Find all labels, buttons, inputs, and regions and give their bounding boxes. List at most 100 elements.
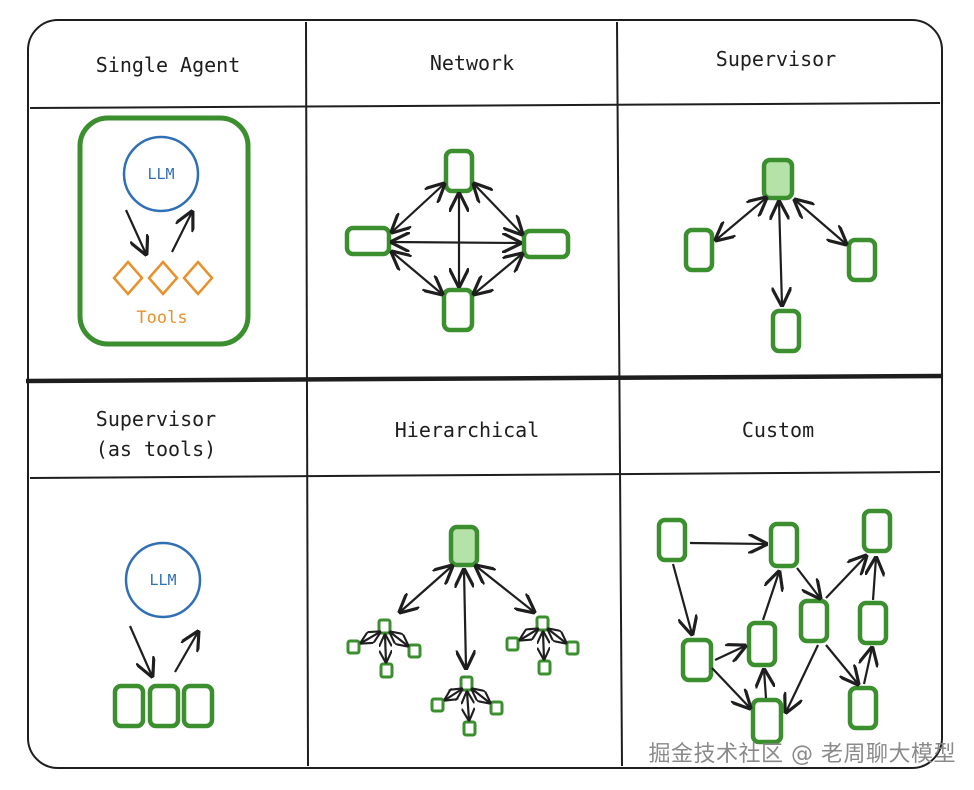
header-hierarchical: Hierarchical xyxy=(395,418,540,442)
tool-diamonds xyxy=(112,260,214,296)
custom-edge xyxy=(796,567,820,598)
sub-worker-node xyxy=(346,639,361,655)
custom-diagram xyxy=(656,508,893,745)
hier-sub-edge xyxy=(445,689,462,700)
custom-edge xyxy=(825,556,866,599)
supervisor-as-tools-diagram: LLM xyxy=(112,541,215,729)
custom-node-a xyxy=(656,517,688,563)
hier-sub-edge xyxy=(520,629,538,640)
network-edge xyxy=(474,254,522,294)
custom-edge xyxy=(825,644,858,684)
supervisor-edge xyxy=(716,198,766,240)
table-grid xyxy=(25,19,943,769)
custom-node-h xyxy=(750,697,784,745)
custom-edge xyxy=(711,667,750,708)
agents-to-llm-arrow xyxy=(174,632,198,673)
hier-sub-edge xyxy=(467,692,469,720)
custom-node-g xyxy=(746,620,778,668)
row-divider-thick xyxy=(25,373,943,384)
supervisor-diagram xyxy=(683,157,878,354)
llm-circle xyxy=(124,541,202,619)
single-agent-diagram: LLM Tools xyxy=(77,115,251,347)
hier-sub-edge xyxy=(385,635,386,662)
llm-to-agents-arrow xyxy=(128,625,152,676)
sub-worker-node xyxy=(565,640,580,656)
custom-node-d xyxy=(798,598,830,644)
custom-node-f xyxy=(680,637,714,683)
supervisor-node xyxy=(761,157,795,201)
tools-to-llm-arrow xyxy=(171,212,192,253)
hier-sub-edge xyxy=(361,632,380,643)
tool-diamond xyxy=(147,260,179,296)
header-divider-top xyxy=(29,102,941,109)
sub-supervisor-node xyxy=(459,675,474,692)
watermark-text: 掘金技术社区 @ 老周聊大模型 xyxy=(648,742,956,767)
sub-supervisor-node xyxy=(377,618,392,635)
sub-worker-node xyxy=(407,643,422,659)
llm-label: LLM xyxy=(149,571,176,589)
outer-frame xyxy=(27,19,943,769)
hier-sub-edge xyxy=(472,689,490,703)
custom-edge xyxy=(864,648,872,685)
network-edge xyxy=(392,184,444,232)
custom-edge xyxy=(786,644,819,712)
network-node-left xyxy=(344,225,392,257)
supervisor-edge xyxy=(779,202,782,305)
header-network: Network xyxy=(430,51,514,75)
custom-edge xyxy=(873,558,876,601)
network-node-bottom xyxy=(441,287,475,333)
header-supervisor-as-tools-line2: (as tools) xyxy=(96,437,216,461)
col-divider-1 xyxy=(305,21,309,767)
sub-worker-node xyxy=(537,659,552,676)
custom-edge xyxy=(671,563,692,634)
custom-edge xyxy=(689,543,766,544)
hier-edge xyxy=(464,570,466,668)
header-supervisor: Supervisor xyxy=(716,47,836,71)
network-node-right xyxy=(521,228,571,260)
tools-label: Tools xyxy=(136,308,187,328)
llm-circle xyxy=(122,135,200,213)
header-single-agent: Single Agent xyxy=(96,53,241,77)
network-edge xyxy=(392,242,520,243)
worker-node-bottom xyxy=(770,308,802,354)
custom-node-c xyxy=(861,508,893,554)
col-divider-2 xyxy=(616,21,623,767)
tool-diamond xyxy=(182,260,214,296)
sub-worker-node xyxy=(462,720,477,737)
supervisor-edge xyxy=(795,200,846,244)
agent-tool-node xyxy=(181,683,215,729)
hier-edge xyxy=(400,566,452,612)
hier-sub-edge xyxy=(543,632,544,659)
custom-edge xyxy=(761,572,779,621)
hierarchical-diagram xyxy=(346,524,580,737)
header-divider-bottom xyxy=(29,471,941,479)
top-supervisor-node xyxy=(448,524,480,568)
custom-edge xyxy=(764,670,766,699)
sub-supervisor-node xyxy=(535,615,550,632)
network-edge xyxy=(474,184,522,234)
hier-sub-edge xyxy=(548,629,566,643)
hier-edge xyxy=(476,566,534,612)
llm-label: LLM xyxy=(147,165,174,183)
custom-edge xyxy=(714,646,745,660)
llm-to-tools-arrow xyxy=(124,209,146,254)
sub-team-right xyxy=(505,615,580,676)
agent-container xyxy=(77,115,251,347)
sub-team-left xyxy=(346,618,422,679)
sub-worker-node xyxy=(505,636,520,652)
header-supervisor-as-tools-line1: Supervisor xyxy=(96,407,216,431)
custom-node-i xyxy=(847,685,879,731)
sub-worker-node xyxy=(489,700,504,716)
hier-sub-edge xyxy=(390,632,408,646)
network-diagram xyxy=(344,148,571,333)
custom-node-b xyxy=(768,521,800,569)
sub-team-bottom xyxy=(430,675,504,737)
agent-tool-node xyxy=(112,683,146,729)
sub-worker-node xyxy=(379,662,394,679)
worker-node-right xyxy=(846,237,878,283)
header-custom: Custom xyxy=(742,418,814,442)
network-edge xyxy=(392,252,442,294)
sub-worker-node xyxy=(430,697,445,713)
network-node-top xyxy=(443,148,475,194)
